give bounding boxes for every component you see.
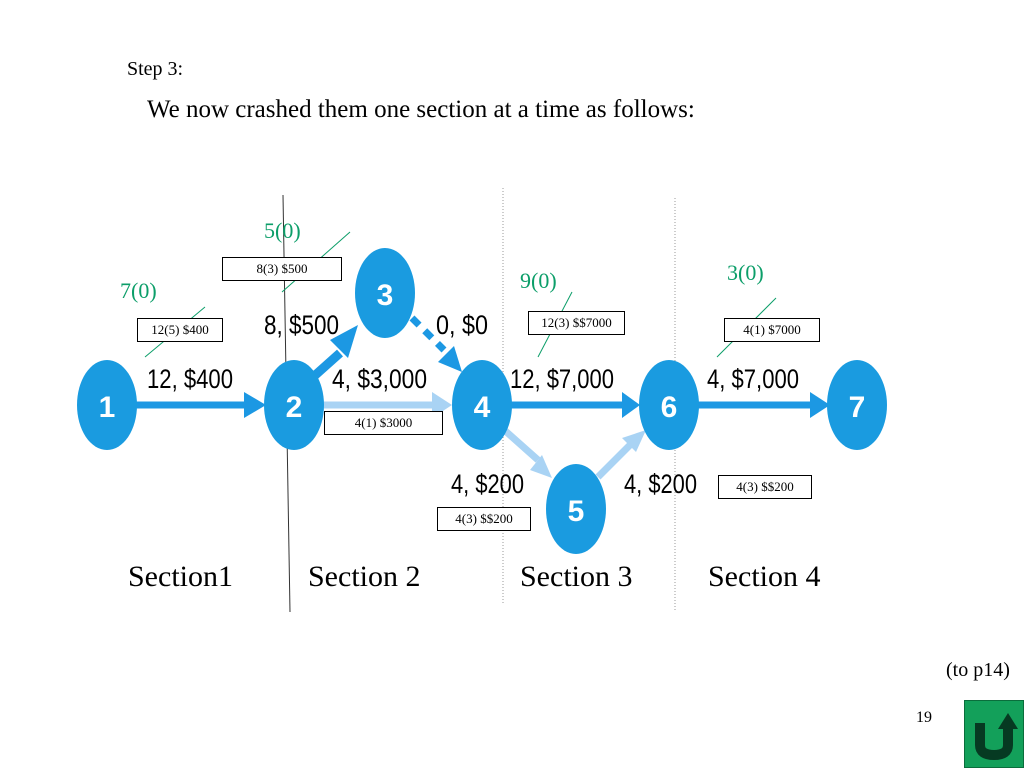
activity-label-4-6: 12, $7,000 bbox=[510, 364, 614, 394]
crash-value-1-2: 7(0) bbox=[120, 278, 157, 303]
node-2-label: 2 bbox=[286, 391, 303, 424]
node-7-label: 7 bbox=[849, 391, 866, 424]
activity-label-1-2: 12, $400 bbox=[147, 364, 233, 394]
section-label-3: Section 3 bbox=[520, 560, 633, 593]
node-4-label: 4 bbox=[474, 391, 491, 424]
return-button[interactable] bbox=[964, 700, 1024, 768]
activity-label-3-4: 0, $0 bbox=[436, 310, 488, 340]
edge-1-2 bbox=[135, 392, 266, 418]
activity-label-4-5: 4, $200 bbox=[451, 469, 524, 499]
node-6-label: 6 bbox=[661, 391, 678, 424]
crash-value-4-6: 9(0) bbox=[520, 268, 557, 293]
activity-label-6-7: 4, $7,000 bbox=[707, 364, 799, 394]
crash-box-4-5: 4(3) $$200 bbox=[437, 507, 531, 531]
edge-3-4-dummy bbox=[409, 315, 462, 372]
edge-6-7 bbox=[696, 392, 830, 418]
node-5: 5 bbox=[546, 464, 606, 554]
page-number: 19 bbox=[916, 709, 932, 726]
step-heading: Step 3: bbox=[127, 58, 184, 80]
crash-value-6-7: 3(0) bbox=[727, 260, 764, 285]
u-turn-return-icon bbox=[975, 713, 1018, 761]
crash-box-1-2: 12(5) $400 bbox=[137, 318, 223, 342]
crash-box-6-7: 4(1) $7000 bbox=[724, 318, 820, 342]
activity-label-5-6: 4, $200 bbox=[624, 469, 697, 499]
node-2: 2 bbox=[264, 360, 324, 450]
node-3: 3 bbox=[355, 248, 415, 338]
section-label-2: Section 2 bbox=[308, 560, 421, 593]
crash-box-2-3: 8(3) $500 bbox=[222, 257, 342, 281]
edge-2-3 bbox=[309, 325, 358, 382]
section-label-1: Section1 bbox=[128, 560, 233, 593]
intro-text: We now crashed them one section at a tim… bbox=[147, 96, 695, 123]
activity-label-2-3: 8, $500 bbox=[264, 310, 339, 340]
section-label-4: Section 4 bbox=[708, 560, 821, 593]
node-5-label: 5 bbox=[568, 495, 585, 528]
crash-value-2-3: 5(0) bbox=[264, 218, 301, 243]
node-1-label: 1 bbox=[99, 391, 116, 424]
crash-box-2-4: 4(1) $3000 bbox=[324, 411, 443, 435]
activity-label-2-4: 4, $3,000 bbox=[332, 364, 427, 394]
node-7: 7 bbox=[827, 360, 887, 450]
link-to-page-14[interactable]: (to p14) bbox=[946, 659, 1010, 681]
edge-5-6 bbox=[595, 430, 646, 480]
edge-4-5 bbox=[499, 425, 552, 478]
crash-box-5-6: 4(3) $$200 bbox=[718, 475, 812, 499]
edge-4-6 bbox=[508, 392, 640, 418]
node-4: 4 bbox=[452, 360, 512, 450]
node-1: 1 bbox=[77, 360, 137, 450]
crash-box-4-6: 12(3) $$7000 bbox=[528, 311, 625, 335]
node-3-label: 3 bbox=[377, 279, 394, 312]
node-6: 6 bbox=[639, 360, 699, 450]
